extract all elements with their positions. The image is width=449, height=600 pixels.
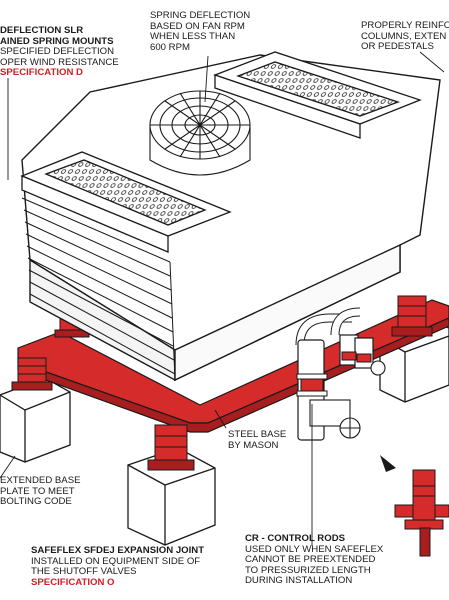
label-spring-deflection: SPRING DEFLECTION BASED ON FAN RPM WHEN … <box>150 10 251 53</box>
expansion-joint-desc-2: THE SHUTOFF VALVES <box>31 566 137 578</box>
reinforced-line-1: PROPERLY REINFO <box>361 20 449 31</box>
expansion-joint-specification: SPECIFICATION O <box>31 576 115 588</box>
fan-guard <box>149 90 251 176</box>
expansion-joint-desc-1: INSTALLED ON EQUIPMENT SIDE OF <box>31 555 201 567</box>
label-properly-reinforced: PROPERLY REINFO COLUMNS, EXTEN OR PEDEST… <box>361 20 449 53</box>
cooling-tower-body <box>21 54 441 382</box>
leader-lines <box>0 51 445 546</box>
shutoff-valve <box>309 360 386 439</box>
label-control-rods: CR - CONTROL RODS USED ONLY WHEN SAFEFLE… <box>245 533 384 587</box>
callout-arrow <box>380 455 396 472</box>
extended-base-line-3: BOLTING CODE <box>0 496 72 508</box>
spring-line-2: BASED ON FAN RPM <box>150 20 245 32</box>
label-slr-spring-mounts: DEFLECTION SLR AINED SPRING MOUNTS SPECI… <box>0 25 119 79</box>
label-extended-base: EXTENDED BASE PLATE TO MEET BOLTING CODE <box>0 475 81 508</box>
reinforced-line-3: OR PEDESTALS <box>361 41 434 53</box>
spring-line-1: SPRING DEFLECTION <box>150 10 251 21</box>
concrete-pedestal-front <box>127 447 216 546</box>
slr-specification: SPECIFICATION D <box>0 67 83 79</box>
top-panel-right <box>213 51 422 139</box>
slr-title-line-1: DEFLECTION SLR <box>0 25 84 36</box>
expansion-joint <box>296 351 372 397</box>
label-steel-base: STEEL BASE BY MASON <box>228 429 287 451</box>
control-rods-desc-1: USED ONLY WHEN SAFEFLEX <box>245 543 384 555</box>
top-panel-left <box>20 151 232 253</box>
label-expansion-joint: SAFEFLEX SFDEJ EXPANSION JOINT INSTALLED… <box>31 545 205 588</box>
concrete-pedestal-left <box>0 377 71 463</box>
slr-desc-line-2: OPER WIND RESISTANCE <box>0 56 119 68</box>
spring-line-3: WHEN LESS THAN <box>150 31 236 43</box>
louvers <box>21 197 176 381</box>
spring-line-4: 600 RPM <box>150 41 190 53</box>
control-rods-desc-3: TO PRESSURIZED LENGTH <box>245 564 371 576</box>
spring-mount-right <box>391 295 433 337</box>
slr-desc-line-1: SPECIFIED DEFLECTION <box>0 46 115 58</box>
expansion-joint-title: SAFEFLEX SFDEJ EXPANSION JOINT <box>31 545 205 556</box>
extended-base-line-1: EXTENDED BASE <box>0 475 81 486</box>
spring-mount-front <box>147 424 195 471</box>
slr-title-line-2: AINED SPRING MOUNTS <box>0 35 114 47</box>
reinforced-line-2: COLUMNS, EXTEN <box>361 30 447 42</box>
steel-base-line-1: STEEL BASE <box>228 429 287 440</box>
spring-mount-left <box>11 357 53 391</box>
control-rods-desc-4: DURING INSTALLATION <box>245 575 353 587</box>
steel-base-line-2: BY MASON <box>228 439 279 451</box>
control-rods-title: CR - CONTROL RODS <box>245 533 346 544</box>
control-rods-desc-2: CANNOT BE PREEXTENDED <box>245 554 376 566</box>
control-rod-detail <box>394 469 449 557</box>
extended-base-line-2: PLATE TO MEET <box>0 485 75 497</box>
